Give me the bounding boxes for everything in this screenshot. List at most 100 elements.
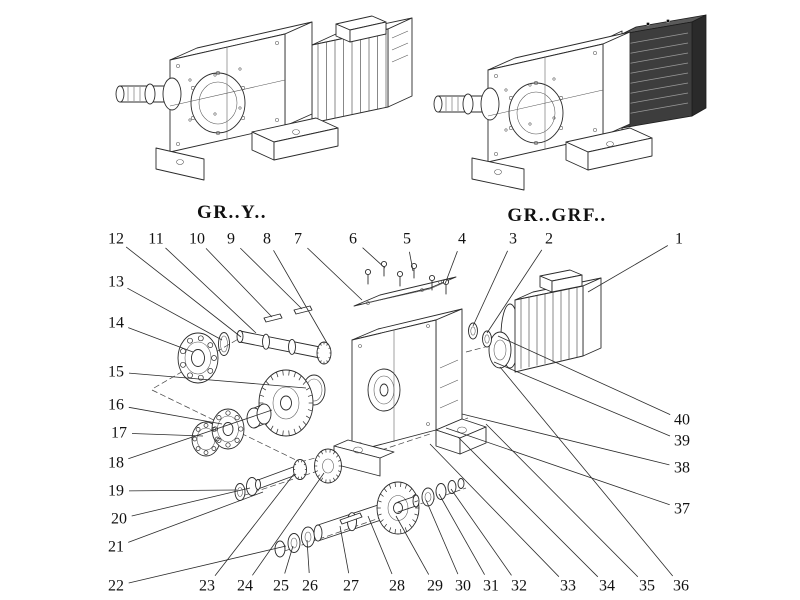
callout-19: 19	[108, 483, 124, 500]
line-art	[255, 479, 261, 490]
gear-tooth	[383, 488, 387, 493]
line-art	[625, 52, 689, 65]
leader-line-18	[128, 409, 273, 460]
line-art	[238, 67, 242, 71]
callout-14: 14	[108, 315, 124, 332]
gear-tooth	[394, 482, 396, 487]
mounting-feet-right-unit	[471, 127, 653, 191]
line-art	[288, 338, 296, 355]
line-art	[439, 359, 459, 369]
line-art	[292, 129, 300, 135]
big-gear	[258, 369, 314, 437]
line-art	[625, 92, 689, 105]
callout-33: 33	[560, 578, 576, 595]
line-art	[191, 116, 195, 120]
leader-line-38	[461, 413, 670, 466]
gear-tooth	[307, 394, 313, 397]
bearing-roller	[211, 446, 217, 451]
bearing-roller	[207, 342, 214, 348]
output-shaft-key	[339, 512, 363, 525]
gear-tooth	[270, 375, 274, 381]
line-art	[412, 494, 420, 508]
leader-line-27	[339, 525, 350, 574]
gear-tooth	[400, 482, 402, 487]
gear-tooth	[282, 430, 284, 436]
gear-tooth	[270, 425, 274, 431]
gear-tooth	[337, 470, 341, 473]
gear-tooth	[380, 493, 384, 497]
callout-5: 5	[403, 231, 411, 248]
bearing-roller	[180, 348, 186, 355]
line-art	[188, 78, 192, 82]
line-art	[176, 159, 184, 165]
leader-line-40	[497, 335, 671, 415]
callout-34: 34	[599, 578, 615, 595]
label-gr-grf: GR..GRF..	[507, 205, 606, 226]
line-art	[602, 31, 631, 137]
line-art	[353, 276, 457, 307]
gear-tooth	[303, 463, 306, 466]
line-art	[393, 502, 403, 514]
line-art	[191, 349, 205, 367]
exploded-motor-fins	[520, 287, 578, 369]
line-art	[516, 91, 556, 135]
leader-line-5	[409, 251, 414, 272]
leader-line-15	[128, 372, 307, 389]
exploded-housing	[333, 308, 487, 477]
line-art	[439, 399, 459, 409]
line-art	[358, 344, 362, 348]
gear-tooth	[388, 484, 392, 489]
gear-tooth	[282, 370, 284, 376]
line-art	[301, 526, 315, 548]
callout-32: 32	[511, 578, 527, 595]
assembled-view-gr-grf	[433, 14, 707, 191]
callout-10: 10	[189, 231, 205, 248]
leader-line-12	[125, 246, 242, 338]
line-art	[234, 483, 246, 501]
callout-1: 1	[675, 231, 683, 248]
bearing-roller	[211, 355, 217, 361]
line-art	[191, 86, 195, 90]
line-art	[508, 82, 564, 144]
motor-flange	[488, 331, 512, 369]
leader-line-31	[438, 493, 485, 575]
gear-tooth	[320, 360, 322, 363]
line-art	[379, 383, 389, 397]
gear-tooth	[293, 371, 296, 378]
gear-tooth	[315, 459, 319, 462]
callout-13: 13	[108, 274, 124, 291]
leader-line-3	[472, 250, 508, 327]
line-art	[424, 492, 432, 502]
line-art	[361, 280, 449, 305]
line-art	[421, 487, 435, 507]
line-art	[534, 81, 538, 85]
leader-line-23	[214, 473, 295, 576]
line-art	[290, 537, 298, 549]
line-art	[470, 326, 476, 336]
leader-line-39	[493, 361, 671, 437]
callout-35: 35	[639, 578, 655, 595]
line-art	[397, 505, 417, 513]
gear-housing-left-unit	[162, 21, 313, 153]
gear-tooth	[288, 370, 290, 376]
line-art	[482, 330, 492, 348]
leader-line-26	[306, 539, 310, 574]
line-art	[253, 423, 265, 429]
line-art	[272, 386, 300, 420]
callout-24: 24	[237, 578, 253, 595]
line-art	[587, 137, 653, 171]
line-art	[420, 288, 424, 292]
line-art	[428, 274, 436, 282]
line-art	[391, 30, 409, 39]
bearing-roller	[234, 415, 240, 421]
line-art	[257, 474, 297, 490]
callout-11: 11	[148, 231, 163, 248]
line-art	[552, 116, 556, 120]
bearing-roller	[197, 374, 204, 381]
leader-line-33	[429, 443, 560, 577]
line-art	[256, 403, 272, 425]
line-art	[237, 487, 243, 497]
callout-9: 9	[227, 231, 235, 248]
line-art	[387, 17, 413, 108]
line-art	[364, 268, 372, 276]
